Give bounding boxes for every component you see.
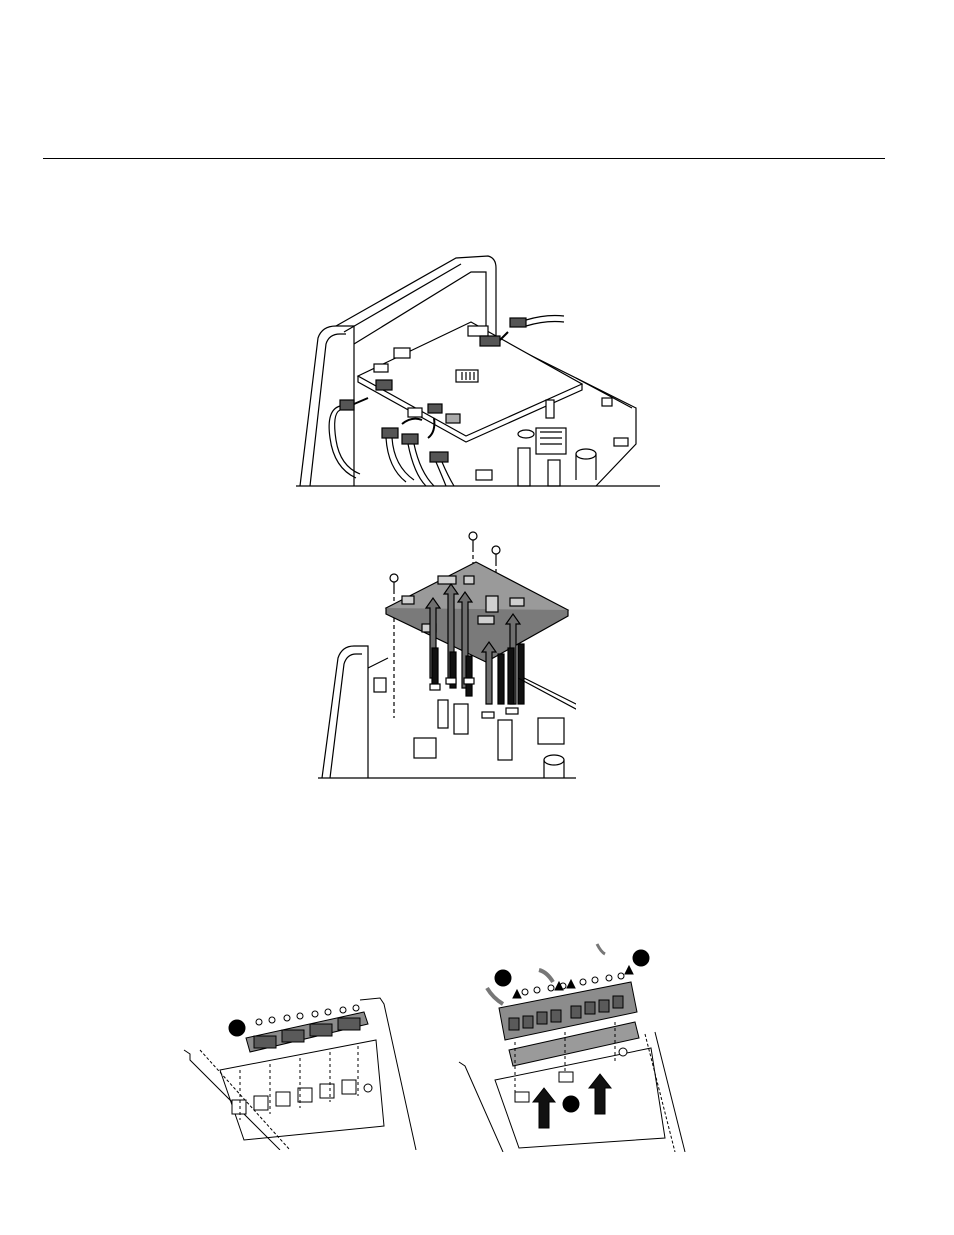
callout-marker — [229, 1020, 245, 1036]
header-rule — [43, 158, 885, 159]
bracket-lift-illustration — [455, 942, 690, 1152]
callout-marker — [563, 1096, 579, 1112]
board-lift-off-illustration — [318, 528, 576, 780]
board-cable-disconnect-illustration — [296, 248, 660, 488]
bracket-screws-removal-illustration — [180, 990, 425, 1150]
callout-marker — [495, 970, 511, 986]
callout-marker — [633, 950, 649, 966]
